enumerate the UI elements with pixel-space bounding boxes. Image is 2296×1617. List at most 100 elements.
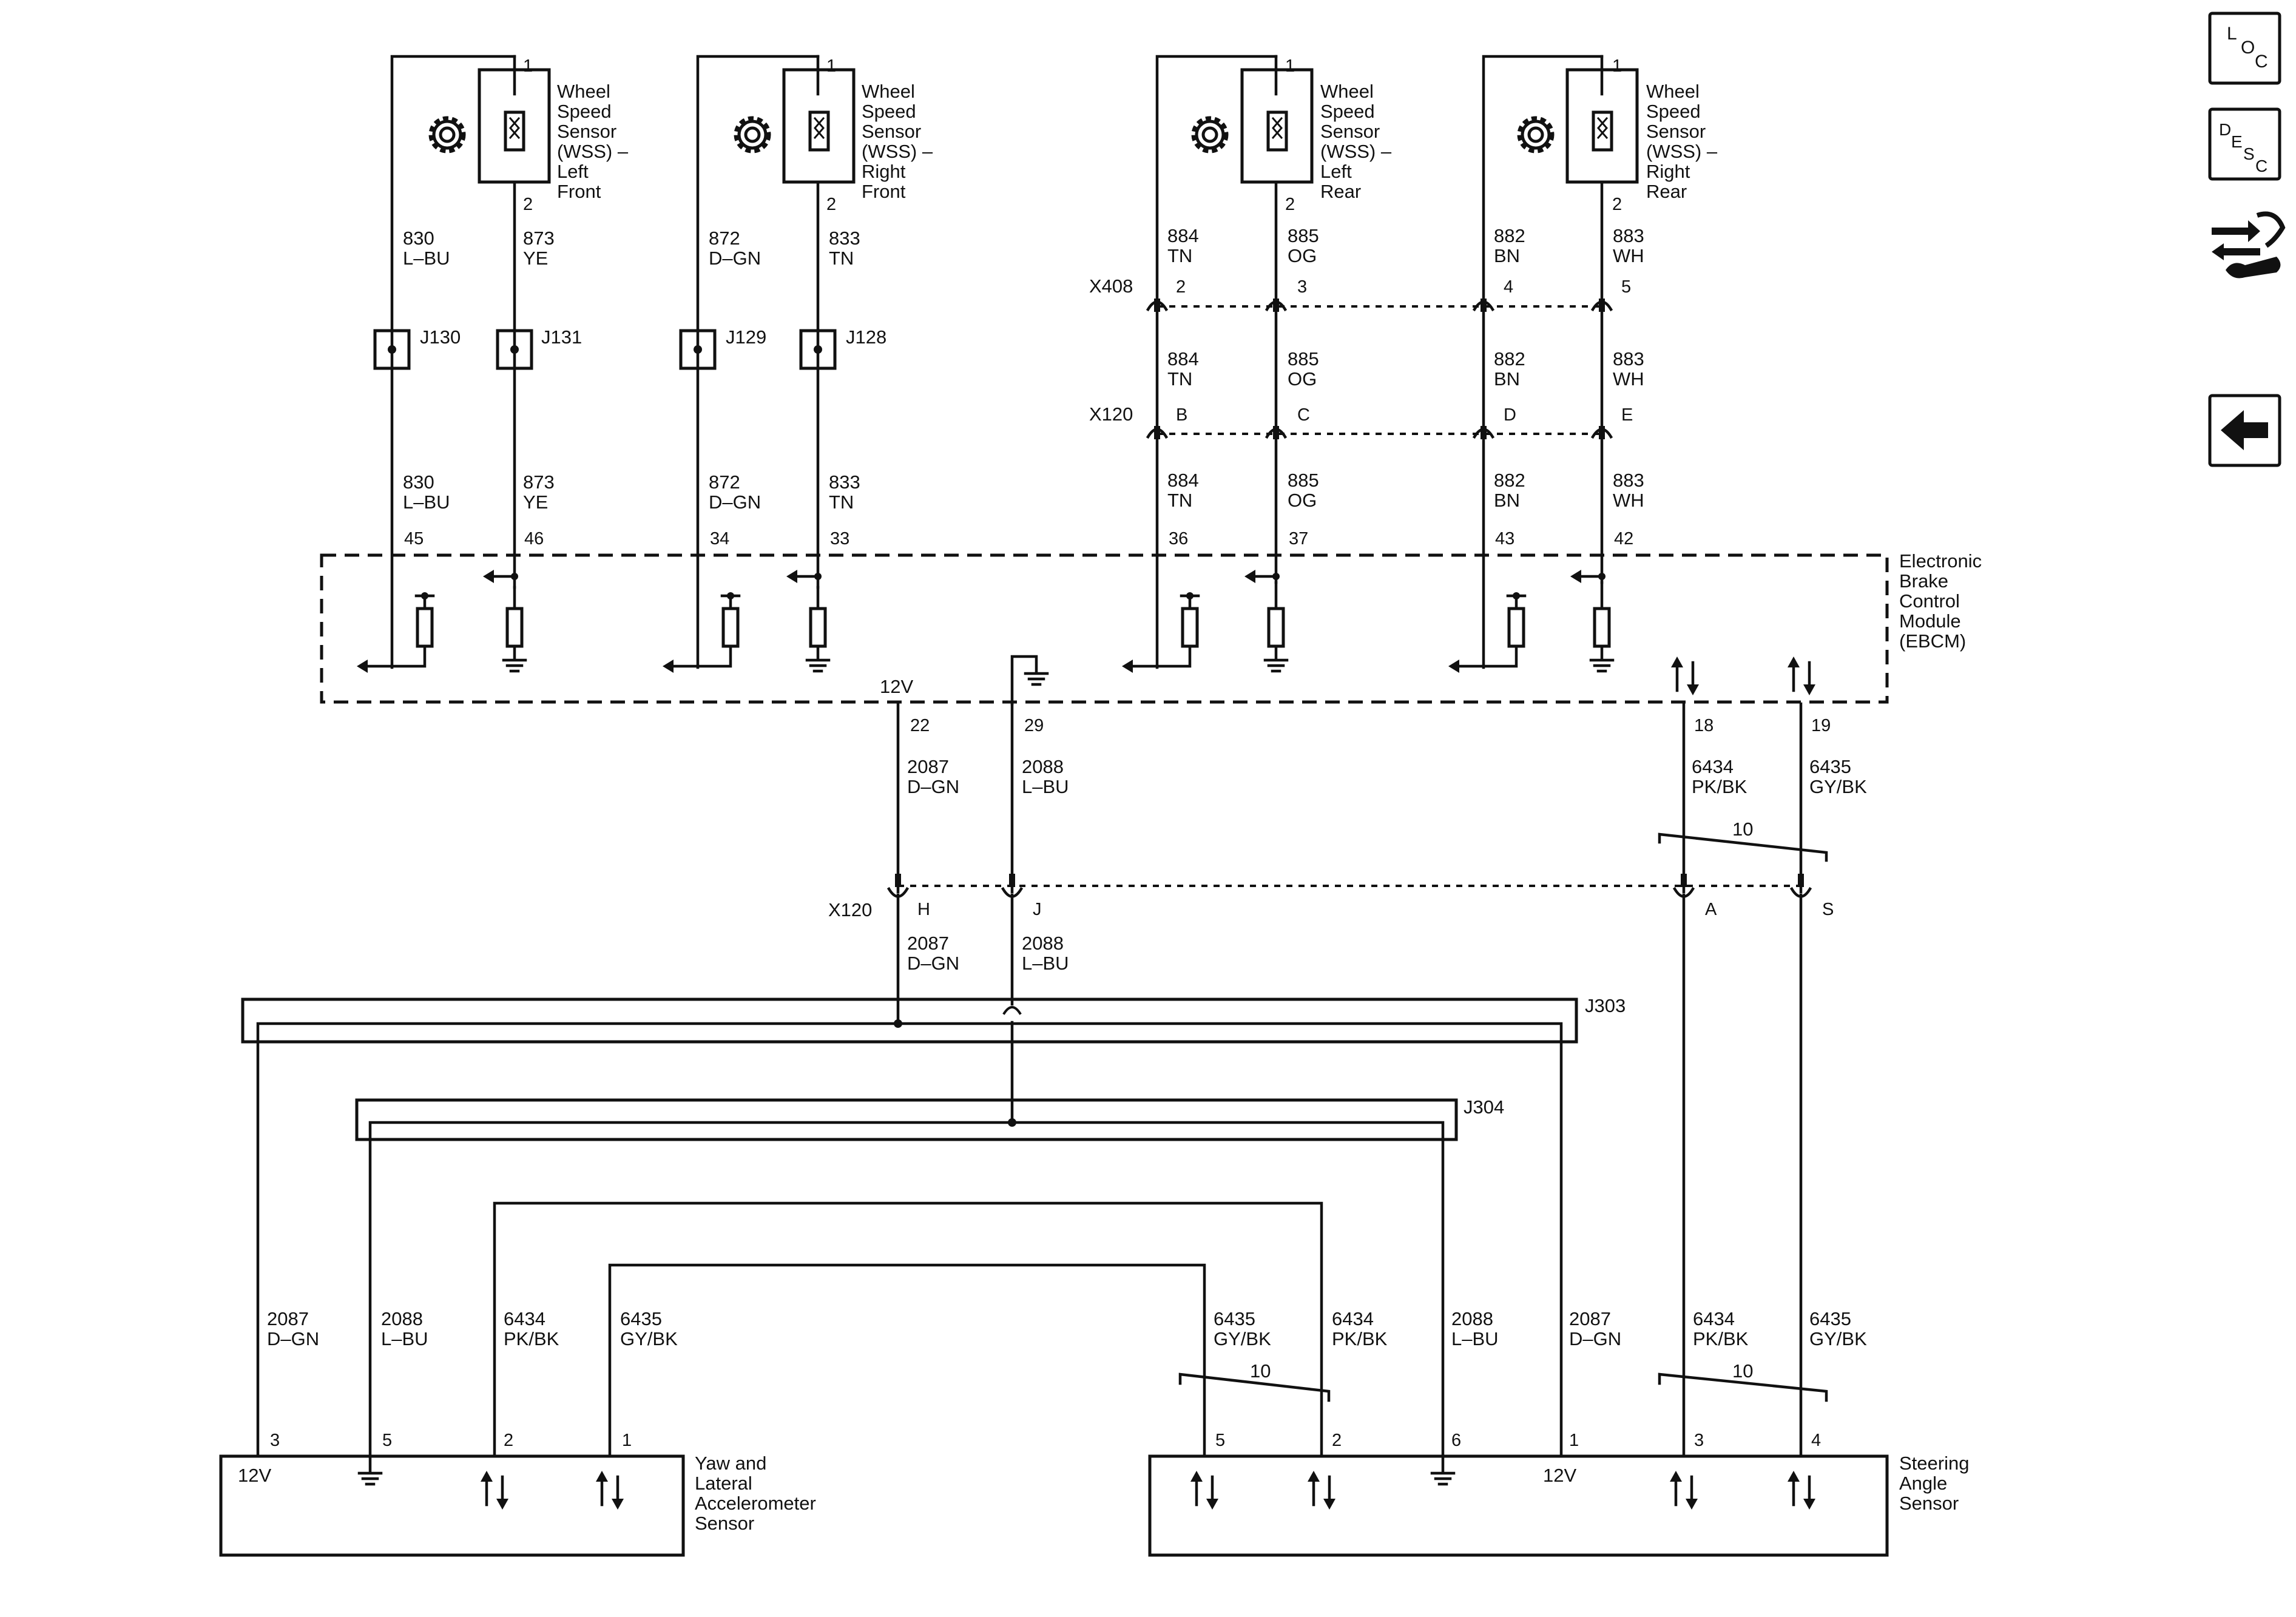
wss-rr-label-0: Wheel <box>1646 81 1700 102</box>
wss-lf-label-1: Speed <box>557 101 612 122</box>
twisted-pair-marker <box>1178 1372 1331 1402</box>
wss-lf-label-5: Front <box>557 181 601 202</box>
wire-873-color: YE <box>523 248 548 269</box>
wss-lf-pin1: 1 <box>523 56 533 76</box>
desc-button-s: S <box>2243 144 2255 163</box>
wire-6435-color-4: GY/BK <box>1214 1328 1271 1349</box>
front-wire-labels: 830 L–BU 873 YE 872 D–GN 833 TN 830 L–BU… <box>403 228 860 513</box>
wire-883-color-3: WH <box>1613 490 1644 511</box>
x408-pin: 5 <box>1621 277 1631 297</box>
wire-883-circuit-3: 883 <box>1613 470 1644 491</box>
wss-rf-label-5: Front <box>862 181 906 202</box>
wire-882-circuit-2: 882 <box>1494 348 1525 370</box>
wss-rf-label-0: Wheel <box>862 81 915 102</box>
wss-left-rear: 1 2 Wheel Speed Sensor (WSS) – Left Rear <box>1191 56 1392 214</box>
twisted-pair-label-2: 10 <box>1250 1360 1271 1382</box>
splice-j131: J131 <box>541 326 582 348</box>
loc-button-l: L <box>2227 24 2237 44</box>
wire-6434-circuit-3: 6434 <box>504 1308 545 1329</box>
wire-2087-color-2: D–GN <box>907 953 959 974</box>
wire-830-color: L–BU <box>403 248 450 269</box>
wire-6434-color-4: PK/BK <box>1332 1328 1388 1349</box>
wss-left-front: 1 2 Wheel Speed Sensor (WSS) – Left Fron… <box>428 56 629 214</box>
lower-harness: 2087 D–GN 2088 L–BU 6434 PK/BK 6435 GY/B… <box>896 702 1867 894</box>
wss-rr-label-5: Rear <box>1646 181 1687 202</box>
ebcm-label-0: Electronic <box>1899 550 1982 572</box>
wire-2088-color-4: L–BU <box>1451 1328 1499 1349</box>
yaw-lateral-accelerometer-sensor: 3 5 2 1 12V Yaw and Lateral Acceleromete… <box>219 1431 816 1557</box>
wss-lf-label-4: Left <box>557 161 589 182</box>
wire-6435-circuit-4: 6435 <box>1214 1308 1255 1329</box>
back-arrow-icon <box>2221 410 2268 450</box>
ebcm-label-2: Control <box>1899 590 1960 612</box>
loc-button-c: C <box>2255 52 2268 72</box>
wss-lf-label-3: (WSS) – <box>557 141 629 162</box>
loc-button[interactable]: L O C <box>2208 12 2281 85</box>
wire-873-circuit-2: 873 <box>523 471 555 493</box>
wire-872-color-2: D–GN <box>709 491 761 513</box>
x120-pin: C <box>1297 405 1310 425</box>
wss-lf-label-2: Sensor <box>557 121 616 142</box>
wss-rf-label-3: (WSS) – <box>862 141 933 162</box>
ebcm-power-label: 12V <box>880 676 913 697</box>
wss-lr-label-4: Left <box>1320 161 1352 182</box>
wire-2088-circuit-4: 2088 <box>1451 1308 1493 1329</box>
yaw-pin: 1 <box>622 1431 632 1450</box>
wire-873-color-2: YE <box>523 491 548 513</box>
x120-pin: E <box>1621 405 1633 425</box>
ebcm-pin: 34 <box>710 529 729 549</box>
wire-882-color-3: BN <box>1494 490 1520 511</box>
ebcm-module: Electronic Brake Control Module (EBCM) 4… <box>320 529 1982 735</box>
yaw-label-1: Lateral <box>695 1473 752 1494</box>
wss-lr-label-0: Wheel <box>1320 81 1374 102</box>
x120-lower-label: X120 <box>828 899 872 920</box>
wire-6434-color-5: PK/BK <box>1693 1328 1749 1349</box>
splice-pack-j304: J304 <box>355 1096 1504 1458</box>
steer-label-1: Angle <box>1899 1473 1947 1494</box>
splice-j304-label: J304 <box>1464 1096 1504 1118</box>
wire-6434-circuit: 6434 <box>1692 756 1734 777</box>
yaw-label-3: Sensor <box>695 1513 754 1534</box>
ebcm-label-3: Module <box>1899 610 1961 632</box>
splice-j128: J128 <box>846 326 886 348</box>
steer-label-0: Steering <box>1899 1453 1969 1474</box>
gear-icon <box>1191 116 1229 154</box>
front-splices: J130 J131 J129 J128 <box>373 326 886 370</box>
wire-884-circuit-3: 884 <box>1167 470 1199 491</box>
wire-6435-circuit: 6435 <box>1809 756 1851 777</box>
wss-lr-pin1: 1 <box>1285 56 1295 76</box>
x120-label: X120 <box>1089 403 1133 425</box>
wire-884-color: TN <box>1167 245 1192 266</box>
wire-884-circuit: 884 <box>1167 225 1199 246</box>
desc-button[interactable]: D E S C <box>2208 107 2281 181</box>
x408-pin: 2 <box>1176 277 1186 297</box>
connector-end-view-icon[interactable] <box>2212 211 2286 279</box>
ebcm-label-1: Brake <box>1899 570 1948 592</box>
x408-label: X408 <box>1089 275 1133 297</box>
wire-872-circuit-2: 872 <box>709 471 740 493</box>
connector-x120-lower: X120 H J A S <box>828 874 1834 920</box>
wire-2088-color-3: L–BU <box>381 1328 428 1349</box>
x120-lower-pin: S <box>1822 900 1834 919</box>
wss-lr-label-2: Sensor <box>1320 121 1380 142</box>
rear-wss-wiring <box>1155 55 1604 669</box>
wire-883-circuit: 883 <box>1613 225 1644 246</box>
wire-833-circuit-2: 833 <box>829 471 860 493</box>
x408-pin: 3 <box>1297 277 1307 297</box>
desc-button-c: C <box>2255 157 2267 175</box>
x120-lower-pin: A <box>1705 900 1717 919</box>
steer-pin: 3 <box>1694 1431 1704 1450</box>
yaw-label-2: Accelerometer <box>695 1493 816 1514</box>
x120-lower-pin: J <box>1033 900 1042 919</box>
wss-rf-label-4: Right <box>862 161 906 182</box>
twisted-pair-marker <box>1658 832 1828 862</box>
steer-pin: 6 <box>1451 1431 1461 1450</box>
ebcm-input-circuits <box>357 570 1615 673</box>
back-arrow-button[interactable] <box>2208 394 2281 467</box>
wire-2088-circuit-3: 2088 <box>381 1308 423 1329</box>
steer-ground-symbol <box>1430 1454 1456 1486</box>
wire-6434-circuit-5: 6434 <box>1693 1308 1735 1329</box>
connector-x408: X408 2 3 4 5 <box>1089 275 1631 312</box>
steering-angle-sensor: 5 2 6 1 3 4 12V Steering Angle Sensor <box>1148 1431 1969 1557</box>
